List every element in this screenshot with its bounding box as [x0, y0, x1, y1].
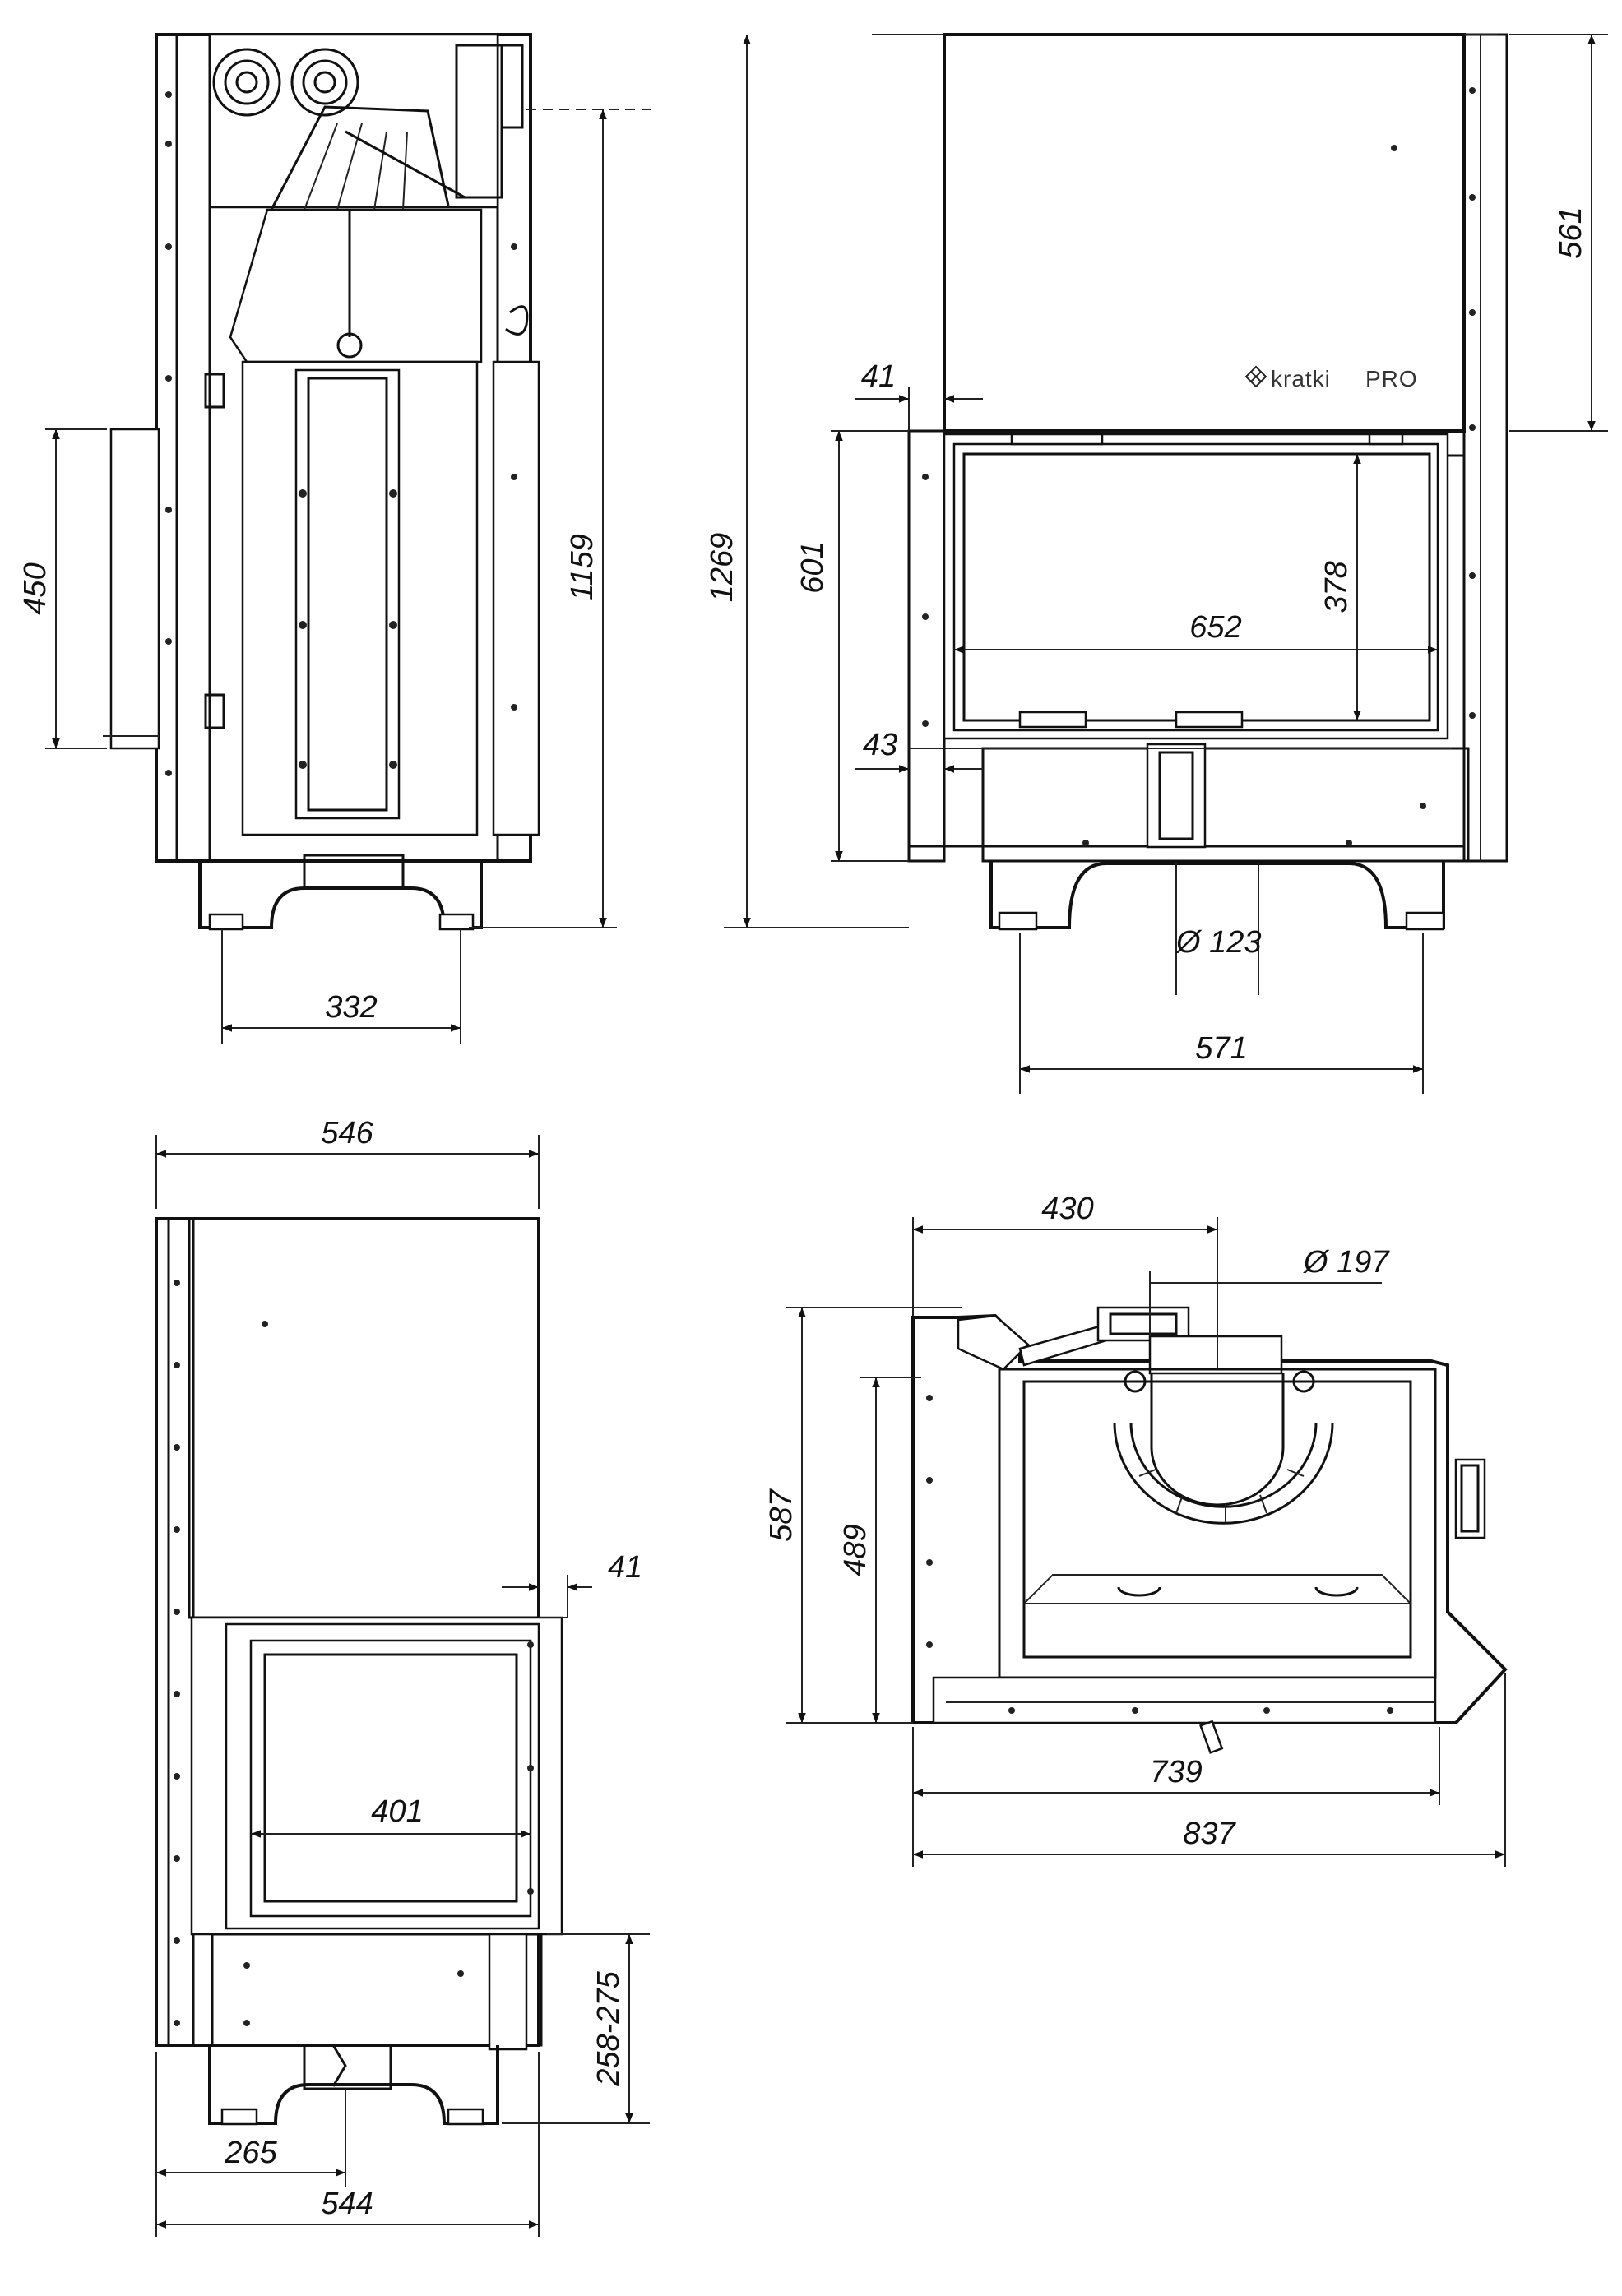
dim-width-837: 837 [1183, 1817, 1236, 1851]
side-view-bottom [155, 1217, 568, 2126]
side-view-top [103, 33, 540, 931]
dim-offset-43: 43 [863, 728, 897, 762]
dim-glass-width-652: 652 [1189, 610, 1241, 645]
dim-width-546: 546 [321, 1116, 373, 1150]
kratki-logo: kratki PRO [1244, 365, 1418, 391]
dim-depth-587: 587 [764, 1488, 799, 1541]
dim-duct-123: Ø 123 [1175, 925, 1262, 960]
dim-offset-41-bottom: 41 [608, 1550, 642, 1585]
dim-height-450: 450 [18, 562, 53, 614]
front-view-top: kratki PRO [907, 33, 1508, 931]
dim-width-332: 332 [325, 990, 377, 1025]
svg-text:kratki: kratki [1271, 366, 1331, 391]
dim-height-1159: 1159 [565, 534, 600, 601]
top-view [911, 1306, 1508, 1754]
dim-depth-489: 489 [838, 1524, 873, 1576]
dim-width-739: 739 [1150, 1755, 1202, 1789]
dim-width-544: 544 [321, 2187, 373, 2221]
dim-leg-range: 258-275 [591, 1970, 626, 2086]
dim-width-430: 430 [1041, 1192, 1093, 1226]
side-top-dimensions: 450 1159 332 [18, 109, 658, 1044]
dim-duct-197: Ø 197 [1302, 1245, 1390, 1280]
dim-height-601: 601 [795, 541, 830, 593]
dim-width-265: 265 [224, 2136, 277, 2170]
svg-text:PRO: PRO [1365, 366, 1418, 391]
dim-glass-height-378: 378 [1319, 561, 1354, 613]
dim-offset-41: 41 [861, 359, 896, 394]
dim-height-561: 561 [1554, 206, 1588, 258]
top-view-dimensions: 430 Ø 197 587 489 739 837 [764, 1192, 1506, 1867]
front-top-dimensions: 1269 561 601 41 43 378 652 Ø 123 571 [705, 34, 1608, 1094]
dim-glass-width-401: 401 [371, 1794, 423, 1829]
dim-width-571: 571 [1195, 1031, 1247, 1066]
dim-height-1269: 1269 [705, 533, 739, 603]
side-bottom-dimensions: 546 41 401 258-275 265 544 [155, 1116, 650, 2237]
